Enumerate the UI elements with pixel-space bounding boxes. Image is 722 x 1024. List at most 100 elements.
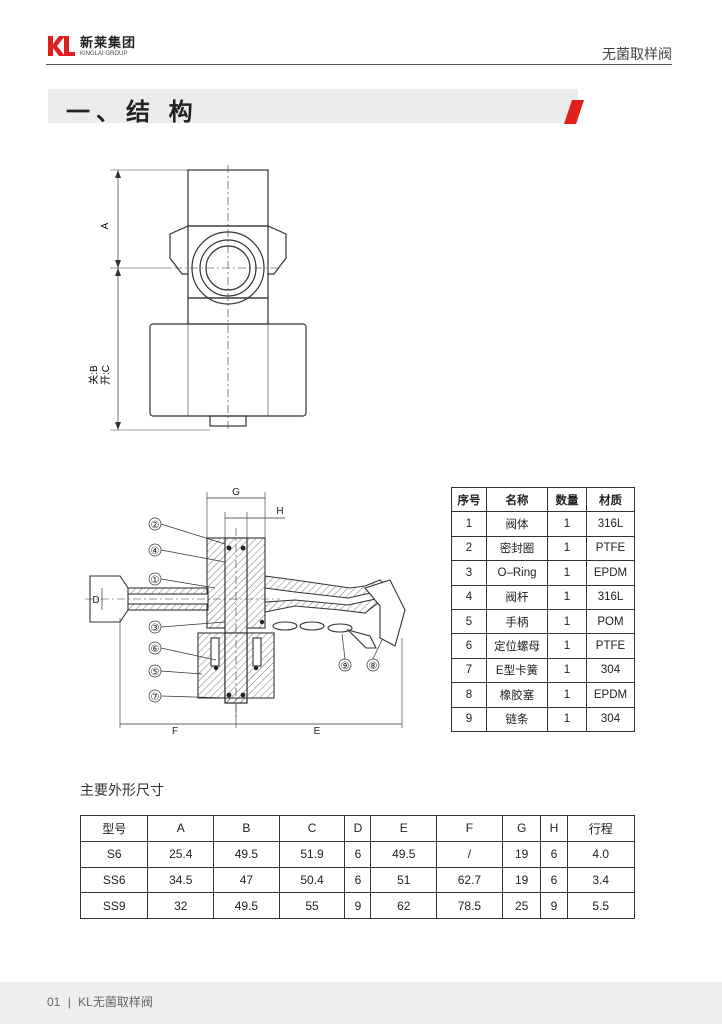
cell: 4 — [451, 584, 487, 610]
dims-header-e: E — [370, 815, 438, 842]
dim-label-f: F — [172, 726, 178, 737]
cell: / — [436, 840, 503, 868]
cell: 手柄 — [486, 608, 548, 635]
cell: 51.9 — [278, 840, 346, 868]
callout-7: ⑦ — [151, 692, 160, 703]
document-title: 无菌取样阀 — [602, 46, 672, 62]
cell: 78.5 — [436, 892, 503, 920]
dims-header-h: H — [540, 815, 568, 842]
cell: E型卡簧 — [486, 657, 548, 684]
cell: 链条 — [486, 706, 548, 732]
logo-chinese-name: 新莱集团 — [80, 34, 137, 50]
cell: 304 — [586, 657, 635, 684]
page-number: 01 — [47, 995, 61, 1009]
dim-label-h: H — [276, 506, 283, 517]
cell: EPDM — [586, 560, 635, 586]
cell: 50.4 — [278, 866, 346, 894]
cell: 9 — [344, 892, 372, 920]
cell: 1 — [547, 657, 587, 684]
cell: 51 — [370, 866, 438, 894]
red-accent-icon — [564, 100, 584, 124]
cell: 47 — [213, 866, 280, 894]
header-divider — [46, 64, 672, 65]
cell: 55 — [278, 892, 346, 920]
dim-label-e: E — [314, 726, 321, 737]
cell: 316L — [586, 511, 635, 537]
callout-6: ⑥ — [151, 644, 160, 655]
cell: 3 — [451, 560, 487, 586]
callout-8: ⑧ — [369, 661, 378, 672]
section-title: 一、结 构 — [66, 99, 199, 126]
dims-header-stroke: 行程 — [566, 815, 636, 842]
dims-header-b: B — [213, 815, 280, 842]
dims-header-a: A — [147, 815, 215, 842]
valve-section-drawing: ② ④ ① ③ ⑥ ⑤ ⑦ ⑨ ⑧ G H D F E — [85, 488, 406, 737]
cell: 1 — [451, 511, 487, 537]
cell: 49.5 — [213, 840, 280, 868]
cell: 9 — [540, 892, 568, 920]
dimensions-title: 主要外形尺寸 — [80, 782, 164, 798]
cell: PTFE — [586, 633, 635, 659]
footer-doc-name: KL无菌取样阀 — [78, 995, 153, 1009]
cell: 2 — [451, 535, 487, 562]
cell: 5 — [451, 608, 487, 635]
dims-table-header: 型号 A B C D E F G H 行程 — [79, 815, 636, 842]
cell: 6 — [540, 866, 568, 894]
cell: 6 — [540, 840, 568, 868]
dim-label-g: G — [232, 488, 240, 498]
cell: 7 — [451, 657, 487, 684]
cell: EPDM — [586, 682, 635, 708]
cell: 1 — [547, 608, 587, 635]
callout-5: ⑤ — [151, 667, 160, 678]
parts-header-no: 序号 — [451, 486, 487, 513]
dims-header-g: G — [501, 815, 542, 842]
cell: 32 — [147, 892, 215, 920]
dim-label-d: D — [92, 595, 99, 606]
cell: POM — [586, 608, 635, 635]
footer-separator: | — [67, 995, 71, 1009]
callout-2: ② — [151, 520, 160, 531]
cell: 49.5 — [370, 840, 438, 868]
cell: 1 — [547, 584, 587, 610]
cell: SS6 — [79, 866, 149, 894]
cell: 1 — [547, 682, 587, 708]
section-heading-bar — [48, 89, 578, 123]
cell: 19 — [501, 840, 542, 868]
cell: 9 — [451, 706, 487, 732]
parts-table-header: 序号 名称 数量 材质 — [451, 486, 635, 513]
cell: 4.0 — [566, 840, 636, 868]
cell: 阀杆 — [486, 584, 548, 610]
cell: O–Ring — [486, 560, 548, 586]
cell: 密封圈 — [486, 535, 548, 562]
parts-header-material: 材质 — [586, 486, 635, 513]
dims-header-d: D — [344, 815, 372, 842]
cell: 1 — [547, 511, 587, 537]
dim-label-c: 开:C — [101, 365, 112, 385]
cell: 6 — [344, 840, 372, 868]
dims-header-c: C — [278, 815, 346, 842]
cell: 橡胶塞 — [486, 682, 548, 708]
callout-3: ③ — [151, 623, 160, 634]
cell: 1 — [547, 633, 587, 659]
cell: 62 — [370, 892, 438, 920]
cell: 3.4 — [566, 866, 636, 894]
valve-front-view-drawing: A 关:B 开:C — [87, 165, 307, 431]
cell: 1 — [547, 560, 587, 586]
footer-text: 01 | KL无菌取样阀 — [47, 993, 153, 1010]
cell: SS9 — [79, 892, 149, 920]
callout-4: ④ — [151, 546, 160, 557]
callout-9: ⑨ — [341, 661, 350, 672]
cell: 5.5 — [566, 892, 636, 920]
parts-header-name: 名称 — [486, 486, 548, 513]
cell: 25.4 — [147, 840, 215, 868]
cell: 49.5 — [213, 892, 280, 920]
dim-label-b: 关:B — [87, 365, 100, 385]
cell: 阀体 — [486, 511, 548, 537]
